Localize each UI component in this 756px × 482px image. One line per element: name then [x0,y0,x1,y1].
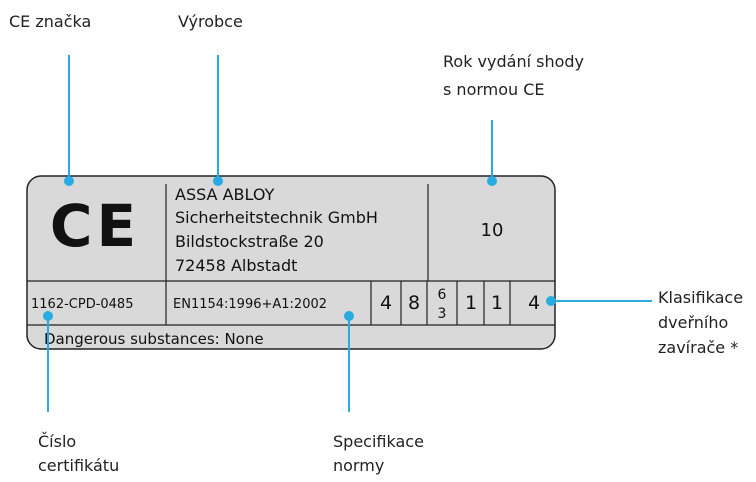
leader-dot-classification [546,296,556,306]
class-digit-3-top: 6 [438,287,447,303]
class-digit-6: 4 [528,292,540,314]
class-digit-5: 1 [491,292,503,314]
classification-label-line3: zavírače * [658,338,739,357]
certificate-label-line1: Číslo [38,432,77,451]
leaders [43,55,652,412]
manufacturer-line-1: ASSA ABLOY [175,185,275,204]
plate-body [26,175,556,350]
leader-dot-year [487,176,497,186]
manufacturer-line-4: 72458 Albstadt [175,256,297,275]
manufacturer-line-2: Sicherheitstechnik GmbH [175,208,378,227]
class-digit-4: 1 [465,292,477,314]
substances-text: Dangerous substances: None [44,330,264,348]
class-digit-1: 4 [380,292,392,314]
year-label-line2: s normou CE [443,80,545,99]
standard-value: EN1154:1996+A1:2002 [173,297,327,312]
year-label-line1: Rok vydání shody [443,52,584,71]
certificate-label-line2: certifikátu [38,456,120,475]
leader-dot-manufacturer [213,176,223,186]
ce-plate: CE ASSA ABLOY Sicherheitstechnik GmbH Bi… [26,175,556,350]
ce-mark-label: CE značka [9,12,92,31]
manufacturer-label: Výrobce [178,12,243,31]
leader-dot-ce [64,176,74,186]
spec-label-line1: Specifikace [333,432,424,451]
spec-label-line2: normy [333,456,385,475]
leader-dot-certificate [43,311,53,321]
class-digit-2: 8 [408,292,420,314]
year-value: 10 [481,220,504,241]
leader-dot-spec [344,311,354,321]
classification-label-line1: Klasifikace [658,288,744,307]
manufacturer-line-3: Bildstockstraße 20 [175,232,324,251]
class-digit-3-bottom: 3 [438,306,447,322]
classification-label-line2: dveřního [658,313,729,332]
certificate-number: 1162-CPD-0485 [31,297,133,312]
ce-symbol: CE [50,192,140,260]
